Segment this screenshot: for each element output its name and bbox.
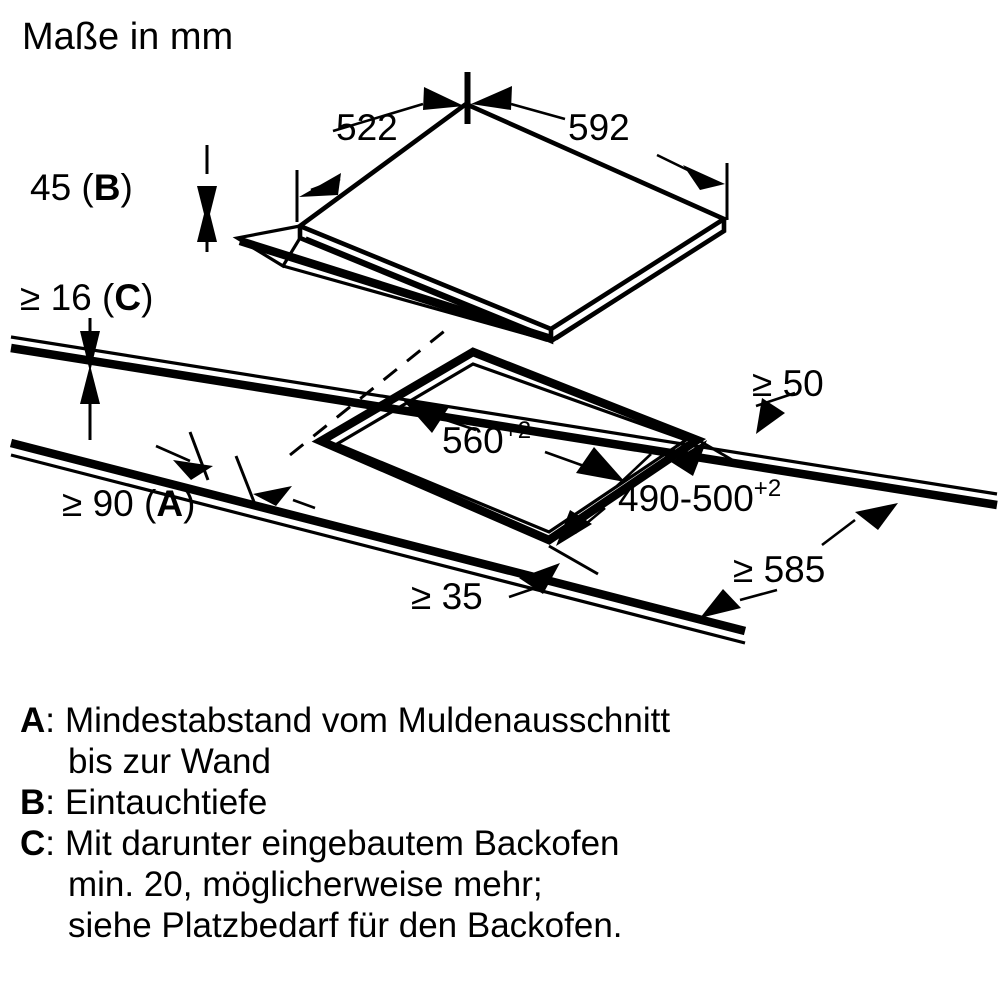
arrowhead-585-upright [855,503,898,530]
dim-label-immersion-depth: 45 (B) [30,167,133,208]
dim-label-worktop-thickness: ≥ 16 (C) [20,277,153,318]
alignment-dashed-line [289,323,453,457]
worktop-cutout [311,347,707,545]
dim-label-cutout-depth: 490-500+2 [618,475,781,519]
worktop-front-edge-lower [10,453,746,645]
worktop-top-edge [10,343,998,510]
hob-front-left-edge [297,226,554,345]
dim-label-hob-width: 592 [568,107,630,148]
legend-text-a-line1: Mindestabstand vom Muldenausschnitt [65,701,671,740]
hob-body-lower-edge [282,264,552,343]
legend-key-b: B [20,783,46,822]
worktop-front-edge [9,438,747,636]
dimension-cabinet-width: ≥ 585 [700,503,898,618]
dimension-worktop-thickness: ≥ 16 (C) [20,277,153,440]
legend-colon-b: : [45,783,56,822]
legend-key-c: C [20,824,46,863]
arrowhead-35 [519,563,560,594]
legend-colon-a: : [45,701,56,740]
legend: A:Mindestabstand vom Muldenausschnitt bi… [20,700,970,946]
arrowhead-522-right [423,87,464,110]
arrowhead-585-downleft [700,589,741,618]
legend-text-b-line1: Eintauchtiefe [65,783,268,822]
legend-text-a-line2: bis zur Wand [68,742,271,781]
dimension-hob-width: 592 [467,72,729,220]
legend-text-c-line3: siehe Platzbedarf für den Backofen. [68,906,623,945]
hob-body-underline [238,236,550,343]
dimension-front-distance: ≥ 35 [411,563,560,617]
dim-label-hob-depth: 522 [336,107,398,148]
arrowhead-592-right [683,165,725,190]
arrowhead-490-upright [671,440,707,476]
dimension-cutout-depth: 490-500+2 [548,438,781,576]
arrowhead-45-up [197,202,217,242]
dim-label-front-distance: ≥ 35 [411,576,483,617]
dim-label-cabinet-width: ≥ 585 [733,549,825,590]
legend-key-a: A [20,701,46,740]
dimension-hob-depth: 522 [295,72,468,222]
legend-item-b: B:Eintauchtiefe [20,782,970,823]
dim-label-wall-distance: ≥ 90 (A) [62,483,195,524]
legend-text-c-line2: min. 20, möglicherweise mehr; [68,865,543,904]
dim-label-cutout-width: 560+2 [442,417,531,461]
cutout-outline-outer [311,347,707,545]
worktop-slab [9,335,998,645]
legend-item-c: C:Mit darunter eingebautem Backofen [20,823,970,864]
arrowhead-50 [756,398,785,434]
page-title: Maße in mm [22,16,233,58]
arrowhead-560-upleft [401,398,449,433]
arrowhead-90-left [253,486,292,506]
arrowhead-522-left [299,173,341,197]
cutout-outline-inner [333,362,690,534]
dimension-immersion-depth: 45 (B) [30,145,217,252]
legend-text-c-line1: Mit darunter eingebautem Backofen [65,824,620,863]
hob-edge-crease-right [555,230,723,341]
arrowhead-592-left [471,86,512,110]
dimension-rear-distance: ≥ 50 [752,363,824,434]
arrowhead-490-downleft [556,510,592,546]
arrowhead-16-up [80,365,100,404]
dimension-cutout-width: 560+2 [401,398,625,482]
dimension-wall-distance: ≥ 90 (A) [62,431,316,524]
hob-lip-left [232,224,302,269]
legend-item-a: A:Mindestabstand vom Muldenausschnitt [20,700,970,741]
dim-label-rear-distance: ≥ 50 [752,363,824,404]
legend-colon-c: : [45,824,56,863]
worktop-top-highlight [10,335,998,496]
arrowhead-560-downright [576,447,625,482]
hob-plate [232,101,729,345]
arrowhead-16-down [80,331,100,372]
